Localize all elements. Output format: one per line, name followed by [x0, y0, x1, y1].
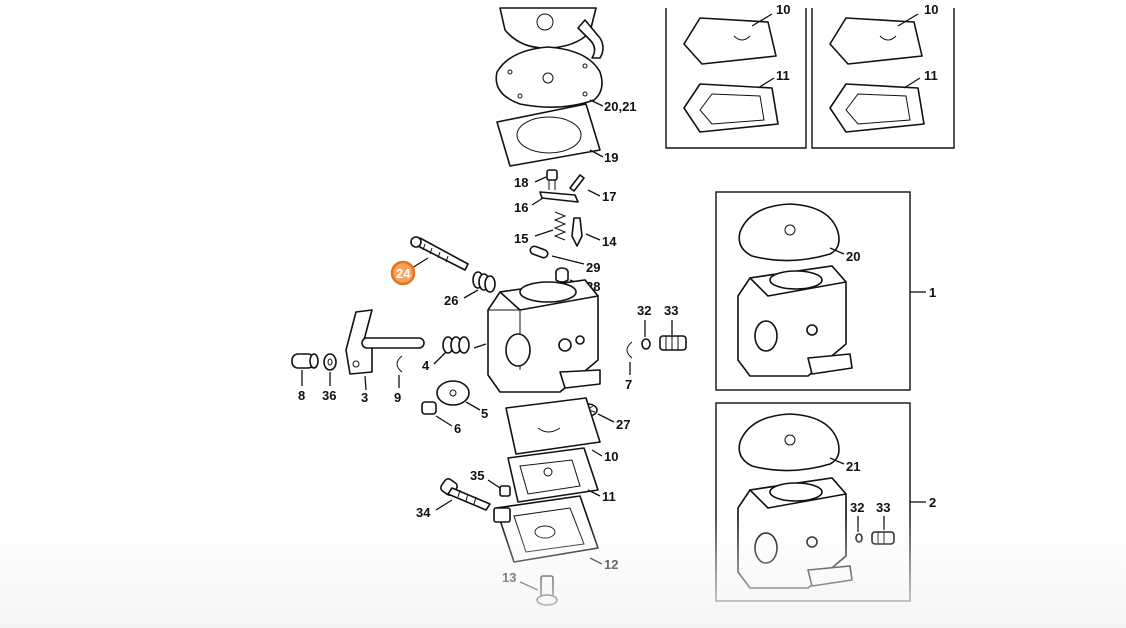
label-27: 27 — [616, 417, 630, 432]
label-inset-2-32: 32 — [850, 500, 864, 515]
inset-1: 20 1 — [715, 191, 936, 391]
label-callout-1: 1 — [929, 285, 936, 300]
label-16: 16 — [514, 200, 528, 215]
gasket-20-21 — [495, 46, 603, 108]
clip-9 — [396, 355, 403, 373]
carburetor-body — [487, 279, 601, 393]
label-inset-a: 10 — [776, 2, 790, 17]
idle-screw-33 — [659, 335, 687, 351]
label-34: 34 — [416, 505, 431, 520]
label-11: 11 — [602, 489, 616, 504]
label-inset-2-gasket: 21 — [846, 459, 860, 474]
screw-34 — [440, 478, 491, 511]
label-inset-1-gasket: 20 — [846, 249, 860, 264]
washer-36 — [323, 353, 337, 371]
label-6: 6 — [454, 421, 461, 436]
label-3: 3 — [361, 390, 368, 405]
label-32: 32 — [637, 303, 651, 318]
label-inset-tr-b: 11 — [924, 68, 938, 83]
label-7: 7 — [625, 377, 632, 392]
gasket-11 — [507, 447, 599, 503]
spring-26 — [472, 271, 496, 293]
pin-29 — [529, 245, 549, 259]
screw-18 — [546, 169, 558, 190]
lever-16 — [539, 191, 579, 203]
label-35: 35 — [470, 468, 484, 483]
diaphragm-10 — [505, 397, 601, 455]
label-26: 26 — [444, 293, 458, 308]
label-10: 10 — [604, 449, 618, 464]
inset-top-right: 10 11 — [811, 2, 955, 149]
label-17: 17 — [602, 189, 616, 204]
label-24: 24 — [396, 266, 411, 281]
valve-35 — [499, 485, 511, 497]
spring-4 — [442, 336, 470, 354]
bushing-8 — [291, 353, 319, 369]
label-29: 29 — [586, 260, 600, 275]
inlet-needle-14 — [571, 217, 583, 247]
plug-28 — [555, 267, 569, 283]
disc-5 — [436, 380, 470, 406]
label-inset-2-33: 33 — [876, 500, 890, 515]
clip-7 — [626, 341, 633, 359]
label-12: 12 — [604, 557, 618, 572]
label-14: 14 — [602, 234, 617, 249]
label-18: 18 — [514, 175, 528, 190]
gasket-19 — [496, 103, 601, 167]
label-inset-b: 11 — [776, 68, 790, 83]
inset-top-left: 10 11 — [665, 2, 807, 149]
label-36: 36 — [322, 388, 336, 403]
label-8: 8 — [298, 388, 305, 403]
screw-13 — [536, 575, 558, 606]
label-callout-2: 2 — [929, 495, 936, 510]
pin-17 — [569, 174, 585, 192]
cover-12 — [493, 495, 599, 563]
washer-32 — [641, 338, 651, 350]
label-inset-tr-a: 10 — [924, 2, 938, 17]
label-19: 19 — [604, 150, 618, 165]
inset-2: 21 32 33 2 — [715, 402, 936, 602]
highlight-24-badge[interactable]: 24 — [390, 260, 416, 286]
label-15: 15 — [514, 231, 528, 246]
spring-15 — [553, 211, 567, 241]
label-33: 33 — [664, 303, 678, 318]
throttle-shaft-3 — [345, 309, 425, 375]
label-4: 4 — [422, 358, 430, 373]
adjusting-screw-24 — [410, 236, 469, 271]
label-13: 13 — [502, 570, 516, 585]
screw-6 — [421, 401, 437, 415]
label-5: 5 — [481, 406, 488, 421]
label-9: 9 — [394, 390, 401, 405]
label-20-21: 20,21 — [604, 99, 637, 114]
